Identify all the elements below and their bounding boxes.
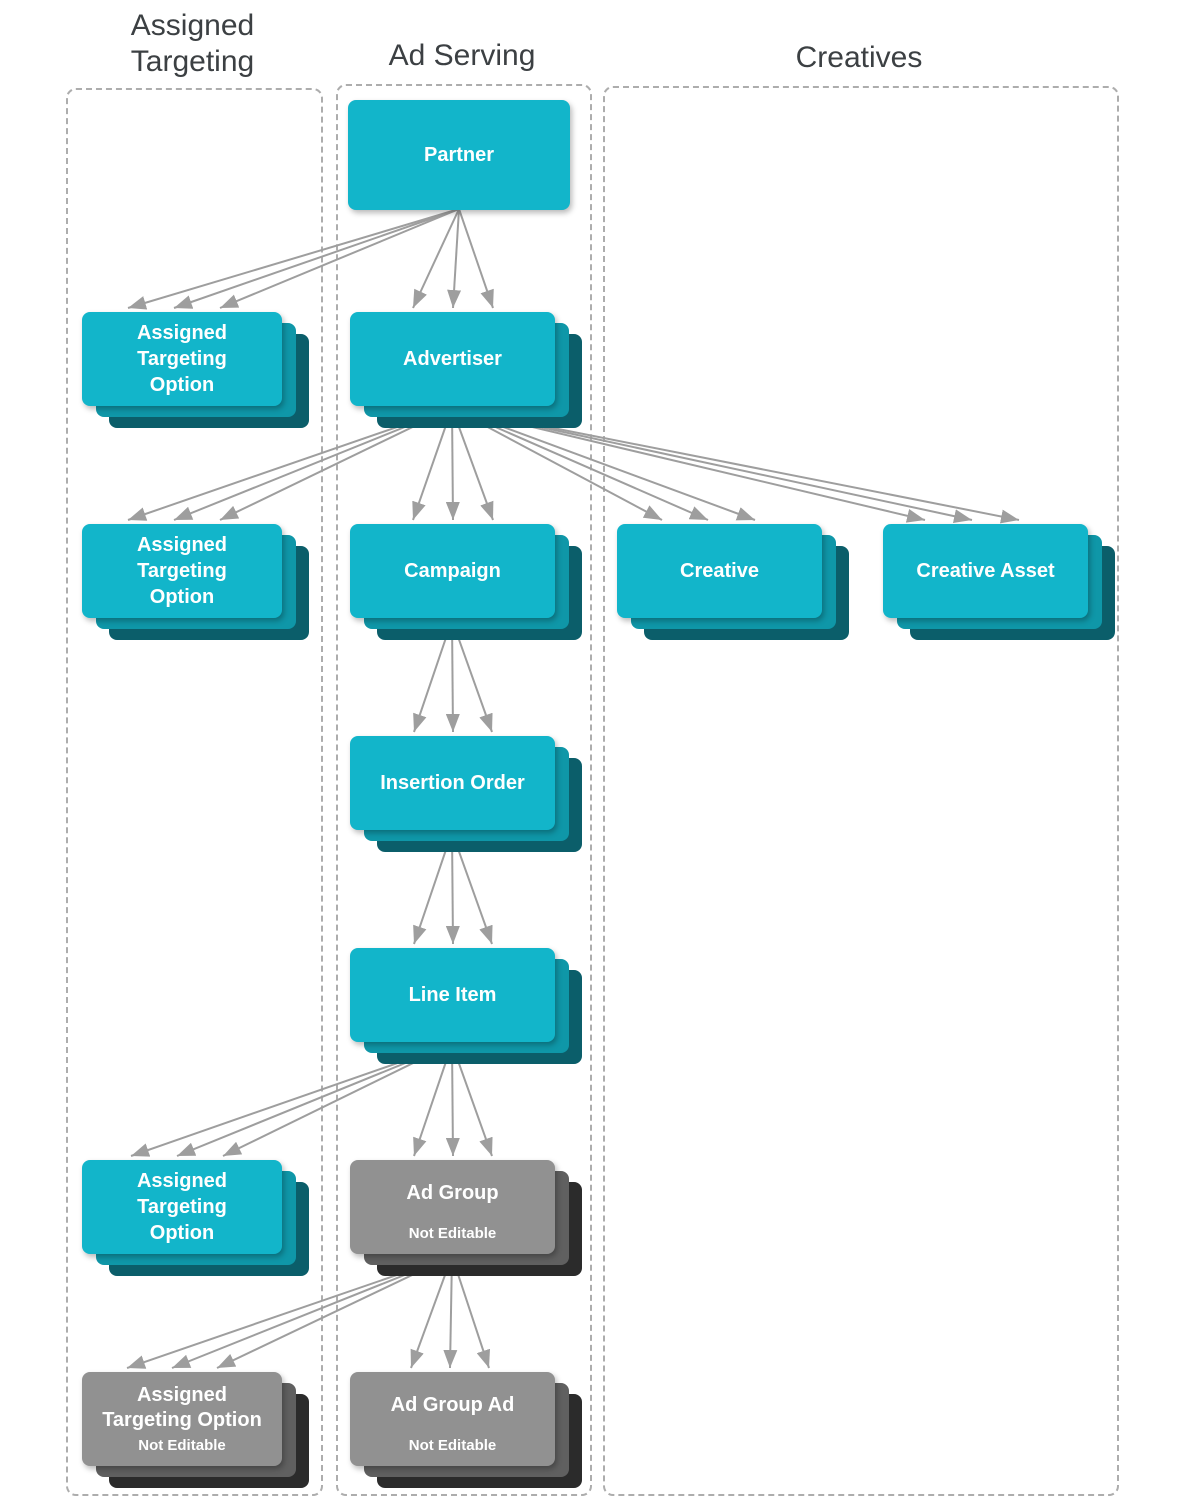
column-title-creatives: Creatives xyxy=(603,40,1115,76)
node-label-line: Targeting xyxy=(137,560,227,582)
node-label: Assigned Targeting Option xyxy=(137,1168,227,1246)
node-label-line: Targeting Option xyxy=(102,1409,262,1431)
column-creatives xyxy=(603,86,1119,1496)
column-title-line: Targeting xyxy=(130,45,255,78)
node-face: Ad Group Ad Not Editable xyxy=(350,1372,555,1466)
node-advertiser: Advertiser xyxy=(350,312,582,428)
node-label-line: Ad Group xyxy=(406,1181,499,1204)
column-title-line: Assigned xyxy=(130,9,255,42)
node-assigned-targeting-option-3: Assigned Targeting Option xyxy=(82,1160,309,1276)
node-face: Assigned Targeting Option Not Editable xyxy=(82,1372,282,1466)
column-title-line: Creatives xyxy=(795,41,923,74)
node-assigned-targeting-option-1: Assigned Targeting Option xyxy=(82,312,309,428)
not-editable-badge: Not Editable xyxy=(408,1437,497,1454)
node-face: Ad Group Not Editable xyxy=(350,1160,555,1254)
node-creative-asset: Creative Asset xyxy=(883,524,1115,640)
column-title-ad-serving: Ad Serving xyxy=(336,38,588,74)
node-label-line: Assigned xyxy=(136,534,228,556)
node-label-line: Line Item xyxy=(408,983,497,1006)
node-label-line: Assigned xyxy=(136,1384,227,1406)
node-label-line: Advertiser xyxy=(403,347,502,370)
node-label-line: Ad Group Ad xyxy=(390,1393,515,1416)
node-face: Line Item xyxy=(350,948,555,1042)
node-label: Creative Asset xyxy=(916,558,1054,585)
node-label-line: Campaign xyxy=(404,559,501,582)
node-label: Ad Group Ad xyxy=(391,1392,515,1419)
node-label-line: Targeting xyxy=(137,1196,227,1218)
node-creative: Creative xyxy=(617,524,849,640)
node-face: Creative xyxy=(617,524,822,618)
node-face: Assigned Targeting Option xyxy=(82,1160,282,1254)
column-ad-serving xyxy=(336,84,592,1496)
node-label-line: Creative xyxy=(680,559,759,582)
node-campaign: Campaign xyxy=(350,524,582,640)
node-face: Partner xyxy=(348,100,570,210)
node-label-line: Partner xyxy=(423,143,495,166)
node-label: Partner xyxy=(424,142,494,169)
node-label: Assigned Targeting Option xyxy=(102,1383,262,1433)
node-assigned-targeting-option-2: Assigned Targeting Option xyxy=(82,524,309,640)
node-face: Advertiser xyxy=(350,312,555,406)
node-label-line: Insertion Order xyxy=(380,771,525,794)
node-label-line: Assigned xyxy=(136,322,228,344)
node-label: Line Item xyxy=(409,982,497,1009)
node-label-line: Creative Asset xyxy=(916,559,1055,582)
node-face: Insertion Order xyxy=(350,736,555,830)
node-line-item: Line Item xyxy=(350,948,582,1064)
column-title-line: Ad Serving xyxy=(388,39,536,72)
node-assigned-targeting-option-4: Assigned Targeting Option Not Editable xyxy=(82,1372,309,1488)
node-insertion-order: Insertion Order xyxy=(350,736,582,852)
node-label-line: Option xyxy=(149,374,215,396)
node-label-line: Assigned xyxy=(136,1170,228,1192)
not-editable-badge: Not Editable xyxy=(138,1437,226,1454)
node-label: Assigned Targeting Option xyxy=(137,320,227,398)
column-assigned-targeting xyxy=(66,88,323,1496)
node-label-line: Option xyxy=(149,1222,215,1244)
node-label-line: Targeting xyxy=(137,348,227,370)
node-ad-group: Ad Group Not Editable xyxy=(350,1160,582,1276)
not-editable-badge: Not Editable xyxy=(408,1225,497,1242)
node-face: Assigned Targeting Option xyxy=(82,312,282,406)
node-label: Advertiser xyxy=(403,346,502,373)
node-label: Insertion Order xyxy=(380,770,524,797)
node-label-line: Option xyxy=(149,586,215,608)
node-label: Creative xyxy=(680,558,759,585)
node-face: Assigned Targeting Option xyxy=(82,524,282,618)
node-partner: Partner xyxy=(348,100,570,210)
node-ad-group-ad: Ad Group Ad Not Editable xyxy=(350,1372,582,1488)
node-face: Creative Asset xyxy=(883,524,1088,618)
column-title-assigned-targeting: Assigned Targeting xyxy=(66,8,319,80)
node-label: Campaign xyxy=(404,558,501,585)
node-face: Campaign xyxy=(350,524,555,618)
node-label: Ad Group xyxy=(406,1180,498,1207)
node-label: Assigned Targeting Option xyxy=(137,532,227,610)
